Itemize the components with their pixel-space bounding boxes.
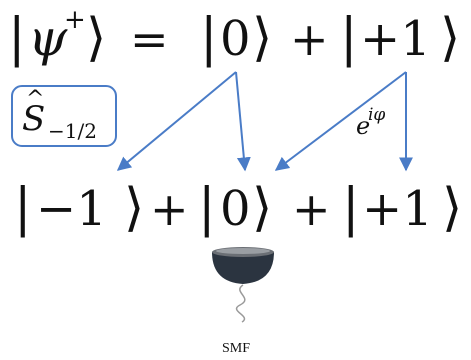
operator-subscript: −1/2	[48, 119, 97, 143]
phase-base: e	[356, 112, 370, 140]
ket-plus-one-value-bottom: +1	[362, 181, 433, 237]
operator-hat: ^	[26, 87, 44, 112]
ket-zero-value-bottom: 0	[220, 181, 251, 237]
plus-sign-2: +	[292, 182, 331, 236]
ket-zero-bar: |	[200, 8, 218, 68]
smf-label: SMF	[222, 341, 250, 356]
detector-rim-highlight	[216, 248, 270, 254]
fiber-line	[235, 284, 246, 323]
detector: SMF	[212, 247, 274, 356]
ket-zero-angle: ⟩	[252, 8, 272, 68]
ket-plus-one-value: +1	[360, 11, 431, 67]
psi-superscript: +	[64, 5, 86, 35]
ket-minus-one-angle: ⟩	[124, 178, 144, 238]
ket-zero-value: 0	[220, 11, 251, 67]
ket-close-angle: ⟩	[86, 8, 106, 68]
arrow-zero-to-zero	[235, 71, 251, 172]
ket-plus-one-bar-bottom: |	[342, 178, 360, 238]
plus-sign-1: +	[150, 182, 189, 236]
operator-box-frame	[11, 85, 117, 147]
plus-sign: +	[290, 12, 329, 66]
ket-zero-bar-bottom: |	[198, 178, 216, 238]
arrows	[116, 71, 413, 172]
arrow-plus-one-to-zero	[274, 71, 407, 171]
ket-zero-angle-bottom: ⟩	[252, 178, 272, 238]
detector-bowl	[212, 252, 274, 284]
ket-minus-one-bar: |	[14, 178, 32, 238]
ket-plus-one-angle-bottom: ⟩	[442, 178, 462, 238]
bottom-equation: | −1 ⟩ + | 0 ⟩ + | +1 ⟩	[14, 178, 462, 238]
operator-symbol: S	[22, 99, 45, 139]
psi-symbol: ψ	[28, 9, 68, 67]
top-equation: | ψ + ⟩ = | 0 ⟩ + | +1 ⟩	[8, 5, 460, 68]
ket-plus-one-bar: |	[340, 8, 358, 68]
ket-minus-one-value: −1	[36, 181, 107, 237]
phase-label: e iφ	[356, 105, 385, 140]
equals-sign: =	[130, 12, 169, 66]
ket-open-bar: |	[8, 8, 26, 68]
operator-box: S ^ −1/2	[11, 85, 117, 147]
arrow-zero-to-minus-one	[116, 71, 237, 171]
ket-plus-one-angle: ⟩	[440, 8, 460, 68]
phase-exponent: iφ	[368, 105, 385, 125]
